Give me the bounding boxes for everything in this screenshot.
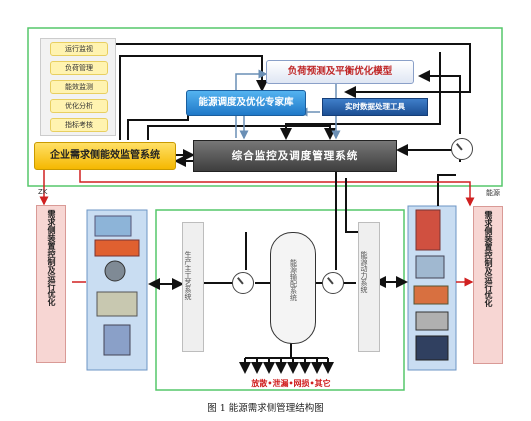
menu-item-optimization[interactable]: 优化分析: [50, 99, 108, 113]
realtime-tool-box[interactable]: 实时数据处理工具: [322, 98, 428, 116]
production-system-block[interactable]: 生产主工艺系统: [182, 222, 204, 352]
device-image: [415, 311, 449, 331]
enterprise-efficiency-box[interactable]: 企业需求侧能效监管系统: [34, 142, 176, 170]
right-control-column: 需求侧装置控制及运行优化: [473, 206, 503, 364]
figure-caption: 图 1 能源需求侧管理结构图: [207, 403, 324, 414]
top-frame: [27, 27, 503, 187]
left-control-column: 需求侧装置控制及运行优化: [36, 205, 66, 363]
device-image: [96, 291, 138, 317]
meter-gauge-icon: [451, 138, 473, 160]
load-forecast-box[interactable]: 负荷预测及平衡优化模型: [266, 60, 414, 84]
distribution-system-label: 能源输配系统: [289, 259, 298, 301]
device-image: [104, 260, 126, 282]
right-code-label: 能源: [486, 189, 500, 197]
power-system-block[interactable]: 能源动力系统: [358, 222, 380, 352]
meter-gauge-icon: [232, 272, 254, 294]
meter-gauge-icon: [322, 272, 344, 294]
menu-item-load[interactable]: 负荷管理: [50, 61, 108, 75]
device-image: [413, 285, 449, 305]
left-control-label: 需求侧装置控制及运行优化: [47, 210, 56, 306]
distribution-system-block[interactable]: 能源输配系统: [270, 232, 316, 344]
production-system-label: 生产主工艺系统: [184, 251, 192, 300]
integrated-monitoring-box[interactable]: 综合监控及调度管理系统: [193, 140, 397, 172]
bottom-frame: [155, 209, 405, 391]
right-control-label: 需求侧装置控制及运行优化: [484, 211, 493, 307]
device-image: [94, 239, 140, 257]
device-image: [415, 335, 449, 361]
device-image: [103, 324, 131, 356]
menu-item-efficiency[interactable]: 能效监测: [50, 80, 108, 94]
device-image: [94, 215, 132, 237]
device-image: [415, 209, 441, 251]
power-system-label: 能源动力系统: [360, 251, 368, 293]
menu-item-assessment[interactable]: 指标考核: [50, 118, 108, 132]
menu-item-monitoring[interactable]: 运行监视: [50, 42, 108, 56]
left-code-label: ZK: [38, 188, 48, 196]
expert-library-box[interactable]: 能源调度及优化专家库: [186, 90, 306, 116]
device-image: [415, 255, 445, 279]
losses-label: 放散•泄漏•网损•其它: [251, 379, 331, 388]
